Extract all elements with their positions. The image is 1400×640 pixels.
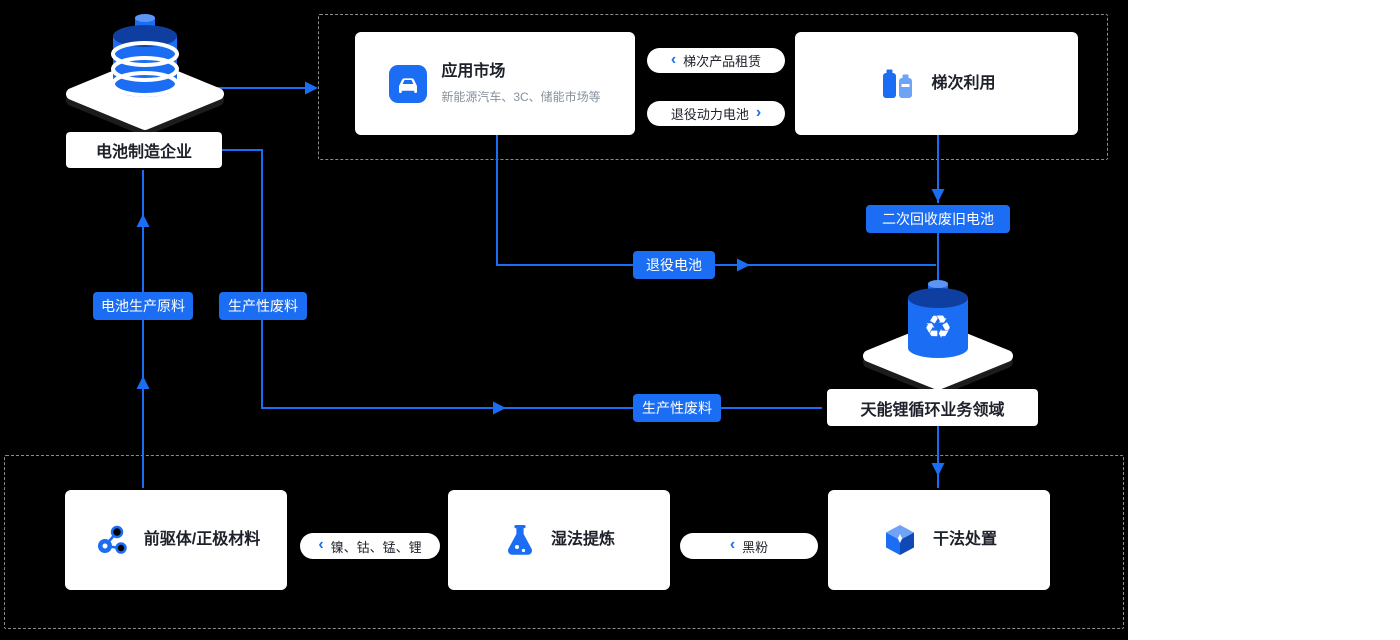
echelon-utilization-title: 梯次利用 bbox=[931, 74, 996, 92]
precursor-cathode-title: 前驱体/正极材料 bbox=[143, 531, 261, 549]
pill-echelon-product-lease: ‹ 梯次产品租赁 bbox=[647, 48, 785, 73]
bottom-group-border bbox=[4, 455, 1124, 629]
svg-text:♻: ♻ bbox=[924, 308, 953, 346]
node-tianneng-recycle-hub: 天能锂循环业务领域 bbox=[827, 389, 1038, 426]
wet-refining-title: 湿法提炼 bbox=[550, 531, 615, 549]
pill-echelon-product-lease-label: 梯次产品租赁 bbox=[683, 54, 762, 69]
node-battery-manufacturer: 电池制造企业 bbox=[66, 132, 222, 168]
battery-stack-icon bbox=[60, 6, 230, 136]
node-echelon-utilization: 梯次利用 bbox=[795, 32, 1078, 135]
pill-retired-power-battery: 退役动力电池 › bbox=[647, 101, 785, 126]
batteries-icon bbox=[877, 66, 917, 102]
dry-disposal-title: 干法处置 bbox=[932, 531, 997, 549]
pill-retired-power-battery-label: 退役动力电池 bbox=[670, 107, 749, 122]
pill-black-powder-label: 黑粉 bbox=[742, 539, 769, 555]
flask-icon bbox=[503, 521, 537, 559]
battery-manufacturer-label: 电池制造企业 bbox=[95, 144, 192, 161]
tianneng-recycle-hub-label: 天能锂循环业务领域 bbox=[860, 401, 1005, 419]
pill-black-powder: ‹ 黑粉 bbox=[680, 533, 818, 559]
chevron-left-icon: ‹ bbox=[670, 50, 677, 68]
badge-battery-raw-material: 电池生产原料 bbox=[93, 292, 193, 320]
node-dry-disposal: 干法处置 bbox=[828, 490, 1050, 590]
chevron-right-icon: › bbox=[755, 103, 762, 121]
car-icon bbox=[389, 64, 428, 103]
node-precursor-cathode: 前驱体/正极材料 bbox=[65, 490, 287, 590]
badge-secondary-recycle: 二次回收废旧电池 bbox=[866, 205, 1010, 233]
badge-production-waste-horizontal: 生产性废料 bbox=[633, 394, 721, 422]
pill-nickel-cobalt-manganese-lithium: ‹ 镍、钴、锰、锂 bbox=[300, 533, 440, 559]
node-application-market: 应用市场 新能源汽车、3C、储能市场等 bbox=[355, 32, 635, 135]
application-market-title: 应用市场 bbox=[441, 62, 506, 80]
badge-production-waste-horizontal-label: 生产性废料 bbox=[642, 400, 712, 416]
chevron-left-icon: ‹ bbox=[318, 536, 324, 553]
badge-production-waste-vertical-label: 生产性废料 bbox=[228, 298, 298, 314]
badge-retired-battery-label: 退役电池 bbox=[646, 257, 702, 273]
badge-production-waste-vertical: 生产性废料 bbox=[219, 292, 307, 320]
molecule-icon bbox=[92, 521, 130, 559]
badge-secondary-recycle-label: 二次回收废旧电池 bbox=[882, 211, 994, 227]
chevron-left-icon: ‹ bbox=[729, 536, 736, 553]
badge-retired-battery: 退役电池 bbox=[633, 251, 715, 279]
application-market-subtitle: 新能源汽车、3C、储能市场等 bbox=[441, 90, 601, 105]
cube-icon bbox=[881, 521, 919, 559]
pill-metals-label: 镍、钴、锰、锂 bbox=[330, 539, 422, 555]
node-wet-refining: 湿法提炼 bbox=[448, 490, 670, 590]
recycle-battery-icon: ♻ bbox=[855, 276, 1021, 396]
badge-battery-raw-material-label: 电池生产原料 bbox=[101, 298, 185, 314]
